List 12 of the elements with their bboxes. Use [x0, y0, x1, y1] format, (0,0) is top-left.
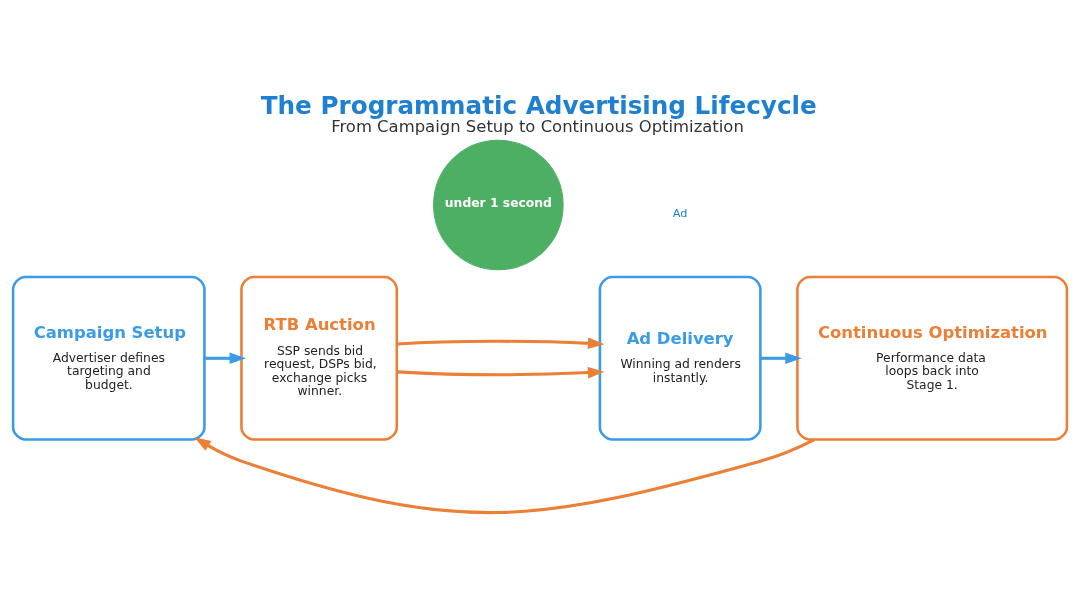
- node-circle: under 1 second: [433, 139, 564, 270]
- diagram-title: The Programmatic Advertising Lifecycle: [260, 90, 817, 120]
- arrow: [760, 352, 802, 364]
- node-box: Campaign Setup Advertiser defines targeting and budget.: [11, 275, 206, 441]
- node-box: Continuous Optimization Performance data loops back into Stage 1.: [796, 275, 1069, 441]
- arrow: [204, 352, 247, 364]
- node-box: Ad Delivery Winning ad renders instantly.: [598, 275, 762, 441]
- node-box: RTB Auction SSP sends bid request, DSPs bid, exchange picks winner.: [240, 275, 399, 441]
- arrow: [397, 337, 605, 349]
- label: Ad: [672, 206, 688, 220]
- arrow: [194, 436, 815, 514]
- arrow: [397, 366, 605, 378]
